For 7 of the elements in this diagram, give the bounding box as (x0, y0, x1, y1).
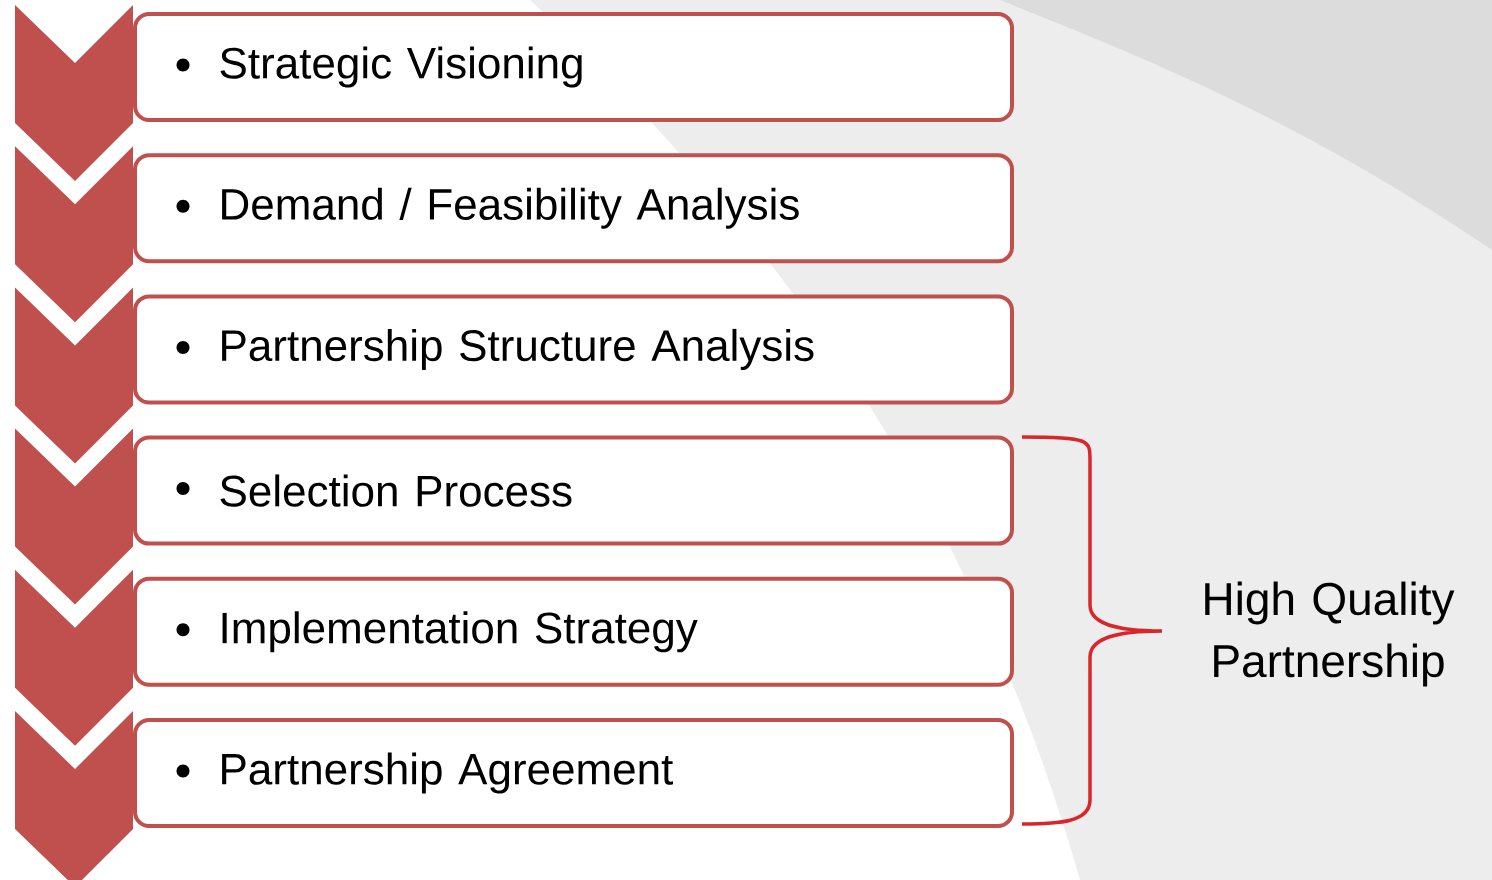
step-box: Demand / Feasibility Analysis (133, 153, 1014, 264)
step-box: Selection Process (133, 435, 1014, 546)
step-box: Implementation Strategy (133, 576, 1014, 687)
group-label: High Quality Partnership (1205, 581, 1455, 687)
step-box: Partnership Structure Analysis (133, 294, 1014, 405)
step-box: Partnership Agreement (133, 718, 1014, 828)
step-box: Strategic Visioning (133, 12, 1014, 122)
